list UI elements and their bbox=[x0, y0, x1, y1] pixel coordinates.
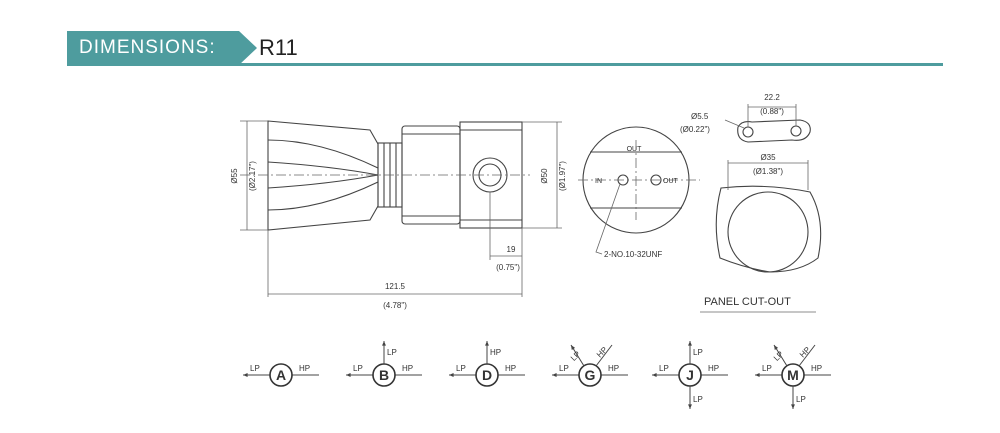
knob-flute bbox=[267, 139, 379, 169]
top-label: LP bbox=[693, 348, 703, 357]
cutout-shape bbox=[715, 185, 822, 273]
lp-label: LP bbox=[762, 364, 772, 373]
dia-mm-label: Ø55 bbox=[230, 168, 239, 184]
gasket-outline bbox=[737, 119, 811, 143]
hp-label: HP bbox=[608, 364, 619, 373]
hp-label: HP bbox=[708, 364, 719, 373]
header-tab: DIMENSIONS: bbox=[67, 31, 257, 65]
spacing-in-label: (0.88") bbox=[760, 107, 784, 116]
port-configurations: LP HP A LP HP B LP LP HP D HP LP HP G LP HP LP HP J LP LP LP H… bbox=[243, 341, 831, 409]
bottom-label: LP bbox=[796, 395, 806, 404]
lp-label: LP bbox=[353, 364, 363, 373]
dia-in-label: (Ø2.17") bbox=[248, 161, 257, 191]
end-in-label: IN bbox=[595, 178, 602, 185]
knob-flute bbox=[267, 181, 379, 211]
hole-in-label: (Ø0.22") bbox=[680, 125, 710, 134]
diag-hp-label: HP bbox=[798, 345, 812, 359]
hp-label: HP bbox=[299, 364, 310, 373]
side-view bbox=[267, 120, 523, 231]
hole-mm-label: Ø5.5 bbox=[691, 112, 709, 121]
config-letter: B bbox=[379, 367, 389, 383]
header-title: DIMENSIONS: bbox=[79, 37, 216, 58]
spacing-mm-label: 22.2 bbox=[764, 93, 780, 102]
config-circle bbox=[578, 363, 602, 387]
length-mm-label: 121.5 bbox=[385, 282, 406, 291]
model-name: R11 bbox=[259, 35, 298, 60]
config-letter: D bbox=[482, 367, 492, 383]
top-label: HP bbox=[490, 348, 501, 357]
hp-label: HP bbox=[402, 364, 413, 373]
thread-label: 2-NO.10-32UNF bbox=[604, 250, 662, 259]
cutout-dia-mm-label: Ø35 bbox=[760, 153, 776, 162]
end-out-top: OUT bbox=[627, 146, 643, 153]
panel-cutout-caption: PANEL CUT-OUT bbox=[704, 296, 791, 308]
lp-label: LP bbox=[659, 364, 669, 373]
length-in-label: (4.78") bbox=[383, 301, 407, 310]
top-label: LP bbox=[387, 348, 397, 357]
config-letter: G bbox=[585, 367, 596, 383]
hp-label: HP bbox=[505, 364, 516, 373]
config-letter: M bbox=[787, 367, 799, 383]
config-letter: J bbox=[686, 367, 694, 383]
cutout-circle bbox=[727, 191, 809, 273]
config-letter: A bbox=[276, 367, 286, 383]
lp-label: LP bbox=[559, 364, 569, 373]
config-circle bbox=[269, 363, 293, 387]
panel-cutout bbox=[715, 119, 822, 273]
side-dims bbox=[240, 120, 562, 297]
lp-label: LP bbox=[250, 364, 260, 373]
port-offset-mm-label: 19 bbox=[507, 245, 516, 254]
lp-label: LP bbox=[456, 364, 466, 373]
bottom-label: LP bbox=[693, 395, 703, 404]
cutout-dia-in-label: (Ø1.38") bbox=[753, 167, 783, 176]
end-out-right: OUT bbox=[663, 178, 679, 185]
body-dia-in-label: (Ø1.97") bbox=[558, 161, 567, 191]
knob-outline bbox=[267, 120, 379, 231]
header-rule bbox=[67, 63, 943, 66]
port-offset-in-label: (0.75") bbox=[496, 263, 520, 272]
hp-label: HP bbox=[811, 364, 822, 373]
body-dia-mm-label: Ø50 bbox=[540, 168, 549, 184]
diag-hp-label: HP bbox=[595, 345, 609, 359]
